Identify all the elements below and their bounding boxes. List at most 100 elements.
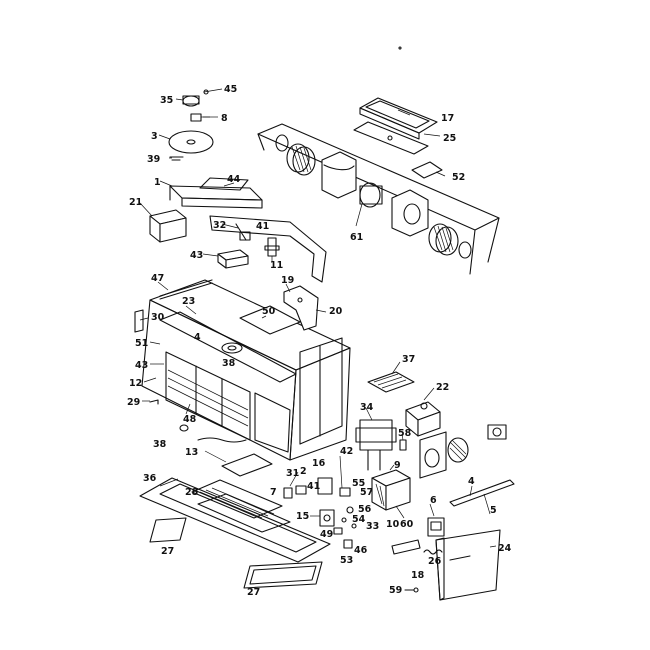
callout-25: 25	[443, 133, 456, 144]
callout-48-mid: 48	[183, 414, 197, 425]
callout-16: 16	[312, 458, 326, 469]
callout-41-top: 41	[256, 221, 269, 232]
door-handle-part	[221, 453, 273, 477]
callout-43-top: 43	[190, 250, 203, 261]
callout-34: 34	[360, 402, 374, 413]
door-frame-part	[139, 477, 331, 563]
callout-61: 61	[350, 232, 363, 243]
relay-part	[427, 517, 445, 537]
callout-4-low: 4	[468, 476, 475, 487]
callout-54: 54	[352, 514, 366, 525]
screw-part	[404, 587, 419, 593]
top-bracket-part	[169, 177, 263, 209]
roller-guide-part	[169, 156, 184, 161]
callout-9: 9	[394, 460, 401, 471]
control-panel-part	[435, 529, 501, 601]
callout-5: 5	[490, 505, 497, 516]
turntable-motor-part	[182, 88, 223, 107]
rail-part	[449, 479, 515, 507]
callout-20: 20	[329, 306, 343, 317]
latch-block-part	[217, 249, 249, 269]
side-bracket-part	[209, 215, 327, 283]
small-component-58	[399, 439, 407, 451]
switch-41-part	[295, 485, 307, 495]
switch-bracket-part	[264, 237, 280, 257]
callout-23: 23	[182, 296, 195, 307]
rod-part	[159, 279, 213, 300]
callout-11: 11	[270, 260, 283, 271]
callout-27-mid: 27	[161, 546, 174, 557]
callout-1: 1	[154, 177, 161, 188]
blower-assembly-frame	[257, 123, 500, 275]
callout-labels: 45 35 8 17 25 3 39 52 1 44 21 32 41 61 4…	[127, 84, 512, 598]
door-screen-part	[191, 479, 283, 519]
transformer-part	[371, 469, 411, 511]
callout-24: 24	[498, 543, 512, 554]
callout-31: 31	[286, 468, 299, 479]
callout-18: 18	[411, 570, 425, 581]
callout-52: 52	[452, 172, 465, 183]
callout-42: 42	[340, 446, 353, 457]
callout-17: 17	[441, 113, 454, 124]
callout-29: 29	[127, 397, 140, 408]
callout-45: 45	[224, 84, 237, 95]
bottom-panel-part	[149, 517, 323, 589]
callout-38-low: 38	[153, 439, 167, 450]
callout-15: 15	[296, 511, 309, 522]
coupler-part	[190, 113, 210, 122]
hinge-part	[134, 309, 144, 333]
switch-31-part	[283, 487, 293, 499]
callout-47: 47	[151, 273, 164, 284]
callout-49: 49	[320, 529, 333, 540]
callout-35: 35	[160, 95, 173, 106]
fan-motor-part	[405, 401, 441, 437]
callout-58: 58	[398, 428, 412, 439]
callout-12: 12	[129, 378, 142, 389]
callout-36: 36	[143, 473, 157, 484]
fuse-holder-part	[391, 539, 421, 555]
switch-15-part	[319, 509, 335, 527]
callout-10: 10	[386, 519, 400, 530]
callout-41-low: 41	[307, 481, 320, 492]
callout-30: 30	[151, 312, 165, 323]
leader-lines	[139, 98, 497, 548]
damper-box-part	[149, 209, 187, 243]
callout-46: 46	[354, 545, 368, 556]
spring-part	[423, 549, 443, 555]
callout-4-top: 4	[194, 332, 201, 343]
switch-16-part	[317, 477, 333, 495]
callout-7: 7	[270, 487, 277, 498]
thermostat-part	[487, 424, 507, 440]
door-trim-13-part	[197, 437, 247, 443]
callout-22: 22	[436, 382, 449, 393]
callout-57: 57	[360, 487, 373, 498]
callout-56: 56	[358, 504, 372, 515]
oven-cavity-part	[141, 279, 351, 461]
callout-8: 8	[221, 113, 228, 124]
turntable-tray-part	[168, 130, 214, 154]
callout-44: 44	[227, 174, 241, 185]
air-guide-cover-part	[359, 97, 438, 140]
callout-2: 2	[300, 466, 307, 477]
callout-55: 55	[352, 478, 365, 489]
callout-33: 33	[366, 521, 379, 532]
callout-59: 59	[389, 585, 402, 596]
callout-3: 3	[151, 131, 158, 142]
callout-50: 50	[262, 306, 276, 317]
magnetron-part	[355, 419, 397, 471]
callout-38-mid: 38	[222, 358, 236, 369]
top-mount-plate-part	[283, 285, 319, 331]
callout-13: 13	[185, 447, 198, 458]
callout-37: 37	[402, 354, 415, 365]
cooling-fan-part	[419, 431, 469, 479]
callout-53: 53	[340, 555, 353, 566]
callout-43-mid: 43	[135, 360, 148, 371]
callout-6: 6	[430, 495, 437, 506]
callout-39: 39	[147, 154, 160, 165]
duct-plate-part	[353, 121, 429, 155]
callout-21: 21	[129, 197, 142, 208]
callout-26: 26	[428, 556, 442, 567]
callout-51: 51	[135, 338, 148, 349]
callout-27-low: 27	[247, 587, 260, 598]
